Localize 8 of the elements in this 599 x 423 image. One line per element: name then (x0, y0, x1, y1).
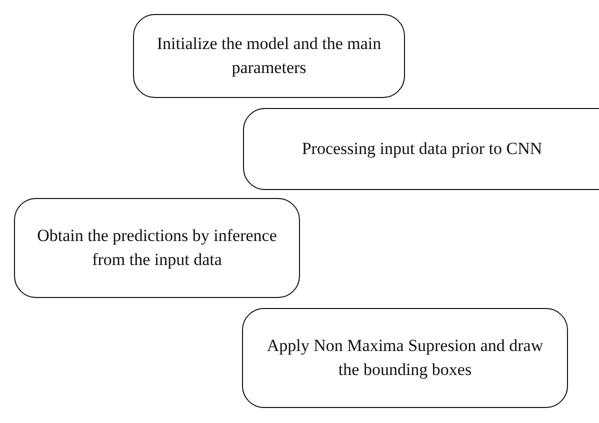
process-box (243, 108, 599, 190)
step-text: Processing input data prior to CNN (302, 138, 542, 160)
process-box (14, 198, 300, 298)
step-text: Initialize the model and the main parameters (156, 33, 382, 79)
process-box (133, 14, 405, 98)
process-box (242, 308, 568, 408)
step-text: Apply Non Maxima Supresion and draw the bounding boxes (266, 335, 544, 381)
step-text: Obtain the predictions by inference from the input data (36, 225, 278, 271)
